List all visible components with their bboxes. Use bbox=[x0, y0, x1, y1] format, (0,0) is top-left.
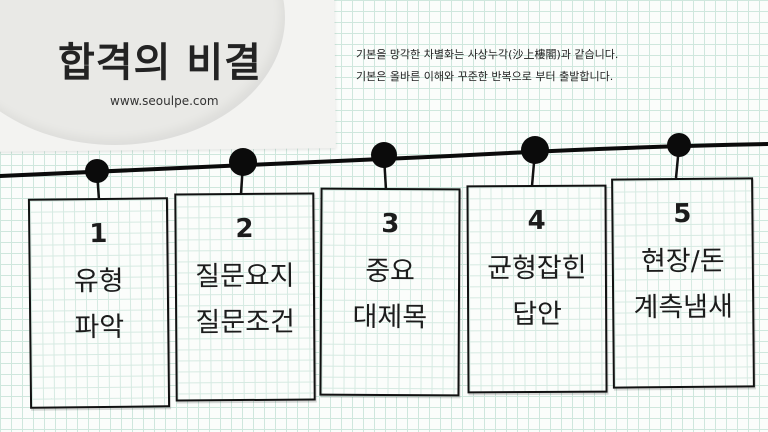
card-line: 대제목 bbox=[352, 301, 428, 334]
tagline: 기본을 망각한 차별화는 사상누각(沙上樓閣)과 같습니다. 기본은 올바른 이… bbox=[356, 44, 618, 88]
website-label: www.seoulpe.com bbox=[110, 94, 219, 108]
pin-3 bbox=[371, 142, 397, 168]
pin-2 bbox=[229, 148, 257, 176]
card-2: 2 질문요지 질문조건 bbox=[174, 192, 316, 402]
tagline-line-2: 기본은 올바른 이해와 꾸준한 반복으로 부터 출발합니다. bbox=[356, 70, 614, 83]
card-line: 질문조건 bbox=[195, 306, 295, 339]
card-number: 2 bbox=[235, 213, 254, 245]
card-number: 1 bbox=[89, 218, 108, 250]
card-number: 4 bbox=[527, 205, 546, 237]
pin-5 bbox=[667, 133, 691, 157]
card-number: 3 bbox=[381, 208, 400, 240]
card-line: 균형잡힌 bbox=[487, 252, 587, 285]
card-line: 중요 bbox=[365, 255, 416, 288]
card-line: 유형 bbox=[73, 265, 124, 298]
card-4: 4 균형잡힌 답안 bbox=[466, 184, 608, 394]
card-number: 5 bbox=[673, 198, 692, 230]
card-line: 답안 bbox=[512, 298, 563, 331]
card-line: 파악 bbox=[74, 311, 125, 344]
page-title: 합격의 비결 bbox=[58, 40, 262, 86]
card-3: 3 중요 대제목 bbox=[319, 187, 461, 397]
pin-4 bbox=[521, 136, 549, 164]
card-1: 1 유형 파악 bbox=[27, 197, 171, 409]
card-line: 현장/돈 bbox=[640, 245, 725, 278]
card-line: 계측냄새 bbox=[633, 291, 734, 324]
tagline-line-1: 기본을 망각한 차별화는 사상누각(沙上樓閣)과 같습니다. bbox=[356, 48, 619, 61]
pin-1 bbox=[85, 159, 109, 183]
card-line: 질문요지 bbox=[195, 260, 295, 293]
card-5: 5 현장/돈 계측냄새 bbox=[611, 177, 755, 389]
